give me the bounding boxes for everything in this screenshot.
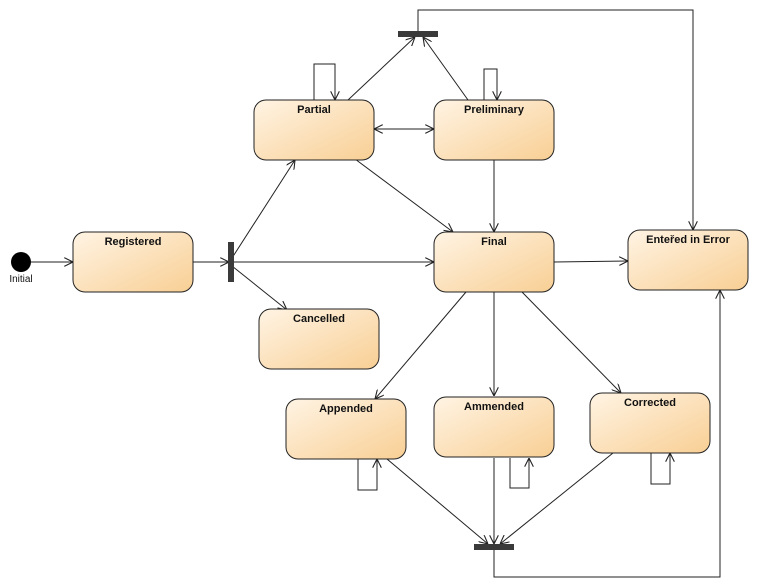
state-label: Registered [105,236,162,248]
edge-preliminary-self-loop [483,68,497,100]
state-label: Preliminary [464,104,525,116]
state-label: Corrected [624,397,676,409]
state-final[interactable]: Final [433,231,555,293]
edge-corrected-self-loop [650,453,670,485]
edge-partial-self-loop [313,63,335,100]
state-label: Final [481,236,507,248]
edge-appended-lower-join [386,458,488,544]
edge-fork-cancelled [231,265,287,310]
edge-appended-self-loop [357,459,377,491]
edge-final-entered-in-error [553,261,628,262]
initial-label: Initial [9,274,32,285]
edge-ammended-self-loop [509,458,529,489]
state-label: Appended [319,403,373,415]
fork-bar [228,242,234,282]
state-cancelled[interactable]: Cancelled [258,308,380,370]
state-partial[interactable]: Partial [253,99,375,161]
state-label: Cancelled [293,313,345,325]
initial-node[interactable] [11,252,31,272]
upper-join-bar [398,31,438,37]
edge-preliminary-upper-join [423,37,469,101]
state-ammended[interactable]: Ammended [433,396,555,458]
state-appended[interactable]: Appended [285,398,407,460]
edge-corrected-lower-join [500,452,614,544]
state-corrected[interactable]: Corrected [589,392,711,454]
state-label: Ammended [464,401,524,413]
edge-partial-final [354,158,453,232]
state-registered[interactable]: Registered [72,231,194,293]
state-label: Enteřed in Error [646,234,730,246]
edges [31,9,720,578]
edge-upper-join-entered-in-error [417,9,693,230]
state-preliminary[interactable]: Preliminary [433,99,555,161]
edge-final-appended [375,291,467,399]
edge-partial-upper-join [347,37,415,101]
state-label: Partial [297,104,331,116]
edge-fork-partial [231,160,295,259]
edge-lower-join-entered-in-error [493,290,720,578]
lower-join-bar [474,544,514,550]
edge-final-corrected [521,291,621,393]
state-entered-in-error[interactable]: Enteřed in Error [627,229,749,291]
